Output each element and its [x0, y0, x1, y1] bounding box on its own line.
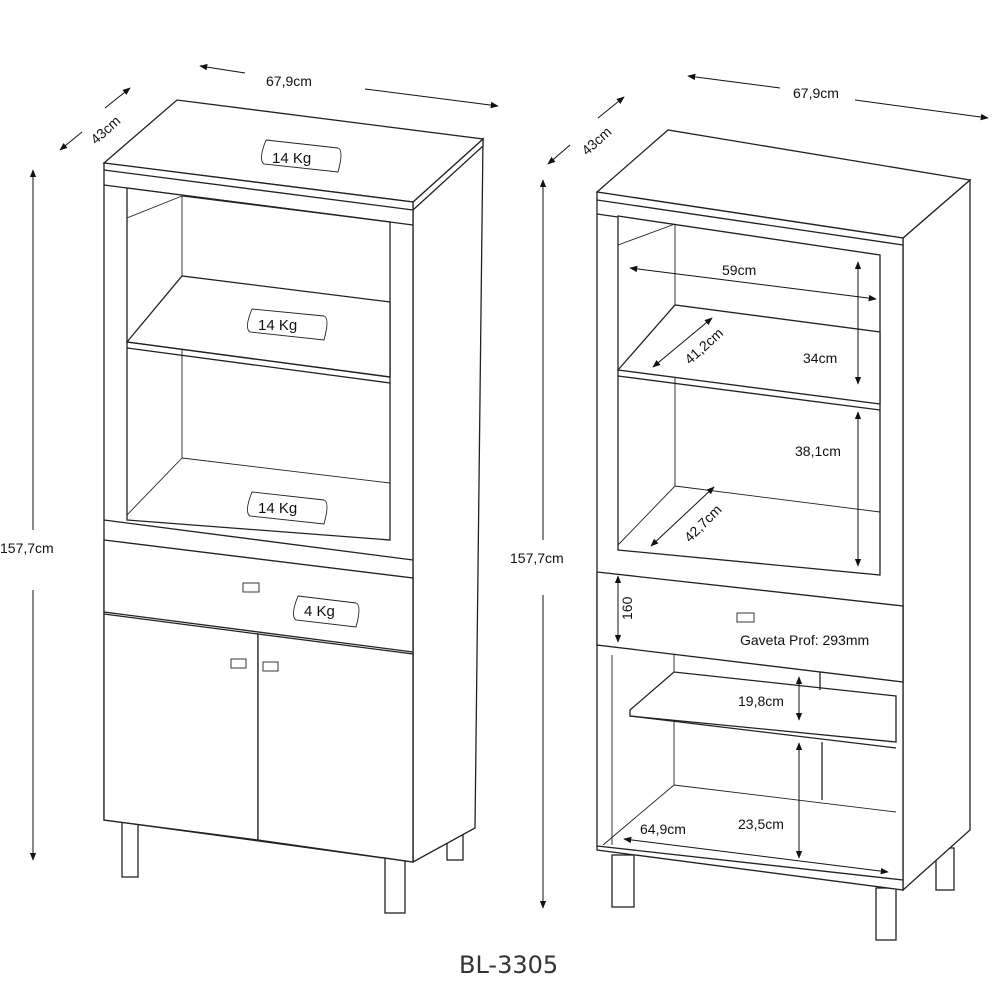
- dimension-depth: 43cm: [547, 96, 625, 165]
- svg-text:67,9cm: 67,9cm: [793, 85, 839, 101]
- svg-text:157,7cm: 157,7cm: [510, 550, 564, 566]
- lower-shelf: [629, 671, 897, 743]
- load-tag-drawer: 4 Kg: [293, 595, 360, 628]
- dimension-depth: 43cm: [59, 87, 131, 151]
- dimension-upper-height: 34cm: [803, 261, 862, 385]
- side-panel: [412, 137, 484, 864]
- dimension-width: 67,9cm: [199, 63, 499, 109]
- legs: [611, 847, 955, 941]
- svg-text:67,9cm: 67,9cm: [266, 73, 312, 89]
- load-tag-base: 14 Kg: [247, 491, 328, 525]
- right-cabinet: 67,9cm 43cm 157,7cm 59cm 41,2cm 34cm 38,…: [510, 73, 989, 941]
- model-number: BL-3305: [459, 951, 558, 979]
- door-handle: [262, 661, 279, 672]
- svg-text:4 Kg: 4 Kg: [304, 603, 335, 620]
- drawer-depth-note: Gaveta Prof: 293mm: [740, 632, 869, 648]
- drawer: [103, 539, 414, 653]
- drawer-handle: [242, 582, 260, 593]
- svg-text:23,5cm: 23,5cm: [738, 816, 784, 832]
- svg-text:38,1cm: 38,1cm: [795, 443, 841, 459]
- load-tag-top: 14 Kg: [261, 139, 342, 173]
- svg-text:160: 160: [619, 596, 635, 620]
- dimension-width: 67,9cm: [687, 73, 989, 121]
- door-right: [257, 633, 414, 863]
- svg-text:14 Kg: 14 Kg: [272, 150, 311, 167]
- door-handle: [230, 658, 247, 669]
- svg-text:64,9cm: 64,9cm: [640, 821, 686, 837]
- dimension-height: 157,7cm: [0, 169, 54, 861]
- svg-text:157,7cm: 157,7cm: [0, 540, 54, 556]
- svg-text:59cm: 59cm: [722, 262, 756, 278]
- dimension-drawer-height: 160: [614, 575, 635, 643]
- side-panel: [902, 178, 971, 892]
- svg-text:43cm: 43cm: [578, 123, 614, 158]
- svg-text:14 Kg: 14 Kg: [258, 317, 297, 334]
- dimension-bottom-width: 64,9cm: [623, 821, 889, 875]
- left-cabinet: 14 Kg 14 Kg 14 Kg 4 Kg 67,9cm 43cm: [0, 63, 499, 914]
- door-left: [103, 613, 259, 841]
- dimension-inner-width: 59cm: [629, 262, 877, 302]
- svg-text:14 Kg: 14 Kg: [258, 500, 297, 517]
- dimension-middle-height: 38,1cm: [795, 411, 862, 567]
- drawer: [596, 571, 904, 683]
- load-tag-shelf: 14 Kg: [247, 308, 328, 341]
- svg-text:43cm: 43cm: [87, 112, 123, 147]
- svg-text:19,8cm: 19,8cm: [738, 693, 784, 709]
- dimension-height: 157,7cm: [510, 179, 564, 909]
- svg-text:34cm: 34cm: [803, 350, 837, 366]
- dimension-shelf-height: 19,8cm: [738, 676, 803, 721]
- drawer-handle: [736, 612, 755, 623]
